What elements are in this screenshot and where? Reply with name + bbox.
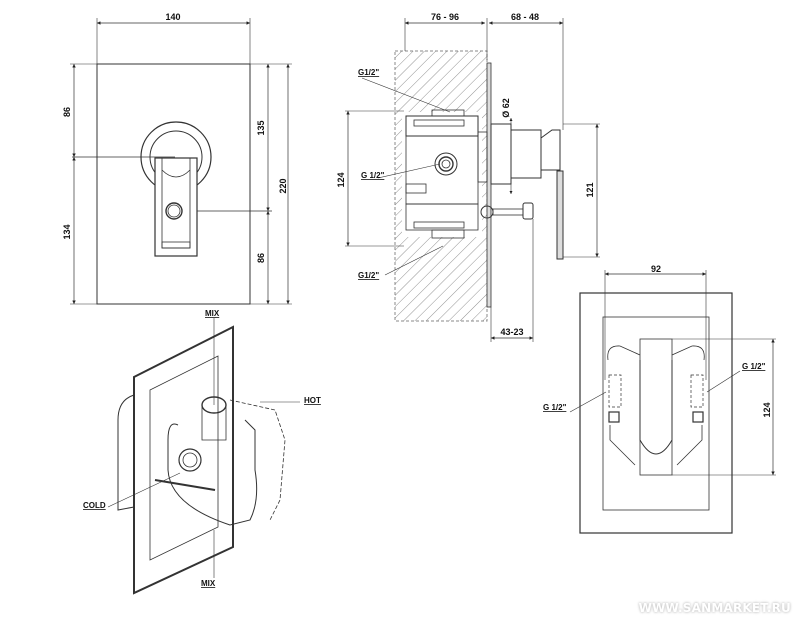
- iso-view: [107, 318, 300, 595]
- rear-view: [569, 270, 776, 534]
- label-rear-left-connection: G 1/2": [543, 403, 567, 412]
- lever-handle: [154, 157, 198, 257]
- watermark: WWW.SANMARKET.RU: [638, 601, 791, 615]
- rear-plate: [579, 292, 733, 534]
- label-iso-mix-top: MIX: [205, 309, 220, 318]
- label-iso-mix-bottom: MIX: [201, 579, 216, 588]
- iso-cover-plate: [133, 325, 234, 595]
- label-rear-right-connection: G 1/2": [742, 362, 766, 371]
- dim-rear-width: 92: [651, 264, 661, 274]
- dim-front-top: 86: [62, 107, 72, 117]
- label-connection-top: G1/2": [358, 68, 379, 77]
- dim-rosette-diameter: Ø 62: [501, 98, 511, 118]
- dim-rear-height: 124: [762, 402, 772, 417]
- front-plate: [96, 63, 251, 305]
- front-view: [70, 18, 292, 305]
- dim-front-right-bottom: 86: [256, 253, 266, 263]
- dim-side-body-height: 124: [336, 172, 346, 187]
- label-connection-mid: G 1/2": [361, 171, 385, 180]
- dim-side-handle-height: 121: [585, 182, 595, 197]
- side-lever: [556, 170, 564, 260]
- label-iso-hot: HOT: [304, 396, 321, 405]
- dim-front-right-top: 135: [256, 120, 266, 135]
- label-connection-bottom: G1/2": [358, 271, 379, 280]
- dim-front-height: 220: [278, 178, 288, 193]
- dim-front-bottom: 134: [62, 224, 72, 239]
- side-view: [345, 18, 600, 342]
- label-iso-cold: COLD: [83, 501, 106, 510]
- dim-spindle-projection: 43-23: [500, 327, 523, 337]
- dim-side-out-wall: 68 - 48: [511, 12, 539, 22]
- dim-side-in-wall: 76 - 96: [431, 12, 459, 22]
- dim-front-width: 140: [165, 12, 180, 22]
